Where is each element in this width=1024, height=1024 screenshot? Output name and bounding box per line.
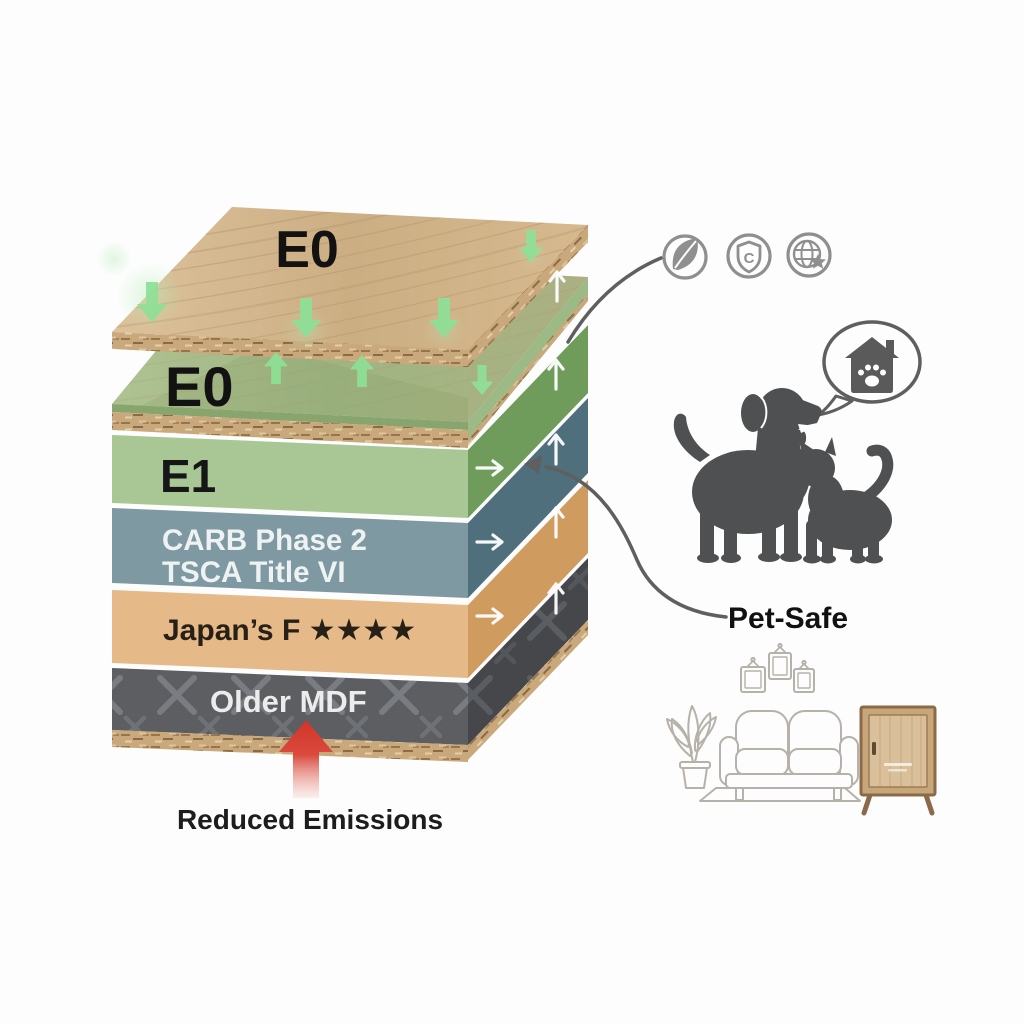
layer-older-mdf: Older MDF xyxy=(112,558,588,745)
green-emission-arrows xyxy=(137,230,543,395)
up-arrow-icon xyxy=(547,582,565,615)
layer-carb-label: CARB Phase 2 xyxy=(162,524,367,557)
bubble-tail xyxy=(816,394,854,417)
green-down-arrow-icon xyxy=(470,365,494,395)
green-down-arrow-icon xyxy=(291,298,321,338)
pet-home-bubble xyxy=(816,320,922,417)
up-arrow-icon xyxy=(547,506,565,539)
layer-carb-tsca: CARB Phase 2 TSCA Title VI xyxy=(112,398,588,598)
leaf-icon xyxy=(662,234,708,280)
shield-certificate-icon: C xyxy=(726,233,772,279)
certification-badges: C xyxy=(662,232,832,280)
layer-japan-f4: Japan’s F ★★★★ xyxy=(112,480,588,678)
right-arrow-icon xyxy=(475,533,504,551)
potted-plant-icon xyxy=(666,705,717,789)
edge-flow-arrows xyxy=(475,270,566,625)
pet-safe-label: Pet-Safe xyxy=(728,602,848,635)
reduced-emissions-arrow: Reduced Emissions xyxy=(177,720,443,835)
green-down-arrow-icon xyxy=(429,298,459,338)
top-sheet-label: E0 xyxy=(275,221,339,279)
layer-japan-label: Japan’s F ★★★★ xyxy=(163,614,416,647)
up-arrow-icon xyxy=(547,433,565,466)
reduced-emissions-label: Reduced Emissions xyxy=(177,804,443,835)
shield-letter: C xyxy=(744,250,755,267)
up-arrow-icon xyxy=(547,358,565,391)
red-up-arrow-icon xyxy=(279,720,333,798)
connector-to-badges xyxy=(566,256,663,344)
house-paw-icon xyxy=(845,337,899,393)
globe-icon xyxy=(786,232,832,278)
right-arrow-icon xyxy=(475,459,504,477)
board-top-sheet xyxy=(112,207,588,367)
green-up-arrow-icon xyxy=(350,355,374,387)
core-label: E0 xyxy=(165,355,234,418)
board-illustration: E0 E0 E1 CARB Phase 2 TSCA Title VI Japa… xyxy=(96,207,588,835)
dog-silhouette xyxy=(673,388,822,563)
furniture-scene xyxy=(666,642,937,816)
wall-frames-icon xyxy=(740,642,815,693)
green-down-arrow-icon xyxy=(137,282,167,322)
up-arrow-icon xyxy=(548,270,566,303)
green-up-arrow-icon xyxy=(264,352,288,384)
connector-arrowhead-icon xyxy=(524,455,542,474)
right-arrow-icon xyxy=(475,607,504,625)
cat-silhouette xyxy=(797,437,894,564)
wooden-cabinet-icon xyxy=(859,705,937,816)
sofa-icon xyxy=(719,710,859,801)
layer-e1-label: E1 xyxy=(160,450,216,502)
layer-tsca-label: TSCA Title VI xyxy=(162,556,346,589)
green-down-arrow-icon xyxy=(519,230,543,262)
connectors xyxy=(544,256,728,619)
connector-to-pet-safe xyxy=(544,465,728,619)
layer-older-mdf-label: Older MDF xyxy=(210,684,367,719)
